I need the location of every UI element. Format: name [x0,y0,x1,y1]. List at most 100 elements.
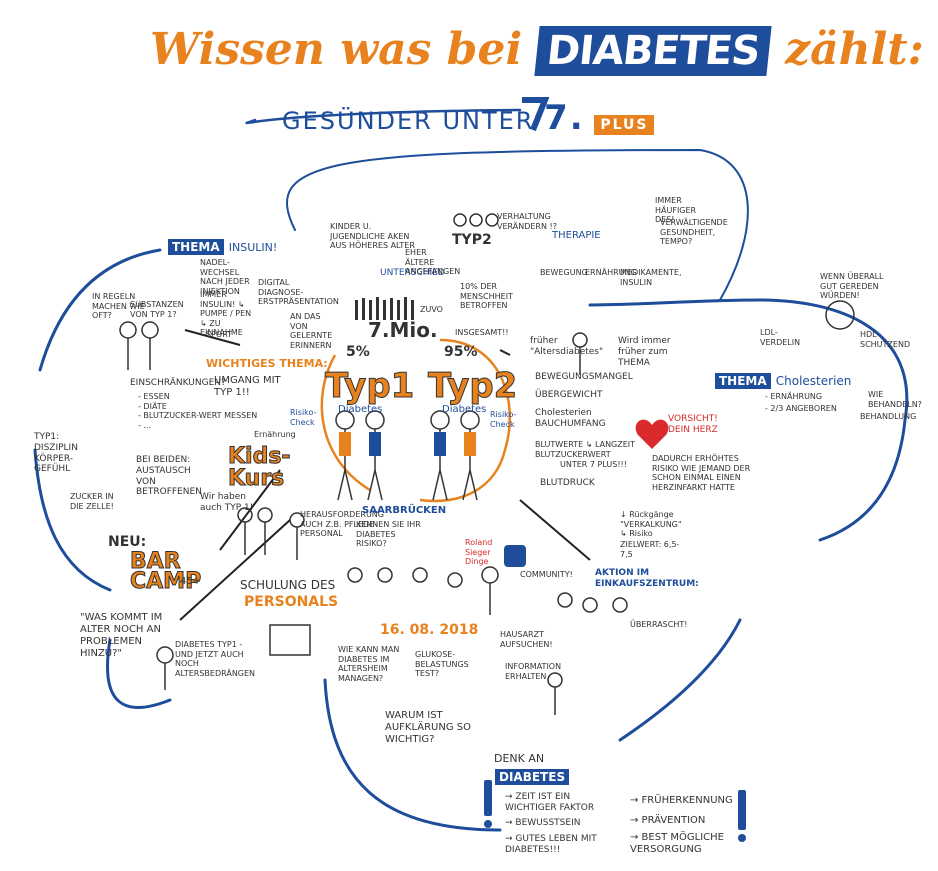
ubergewicht-note: ÜBERGEWICHT [535,390,603,400]
typ1-sub: Diabetes [338,404,383,415]
therapie-label: THERAPIE [552,230,601,241]
zeit-note: → ZEIT IST EIN WICHTIGER FAKTOR [505,792,595,813]
chol-erna: - ERNÄHRUNG [765,392,823,401]
bottom-brand-box: DIABETES [495,766,570,785]
title-brand: DIABETES [534,26,773,76]
barcamp-age: 45+ [180,576,202,587]
substanzen-note: SUBSTANZEN VON TYP 1? [130,300,184,319]
praev-note: → PRÄVENTION [630,815,706,826]
zehn-prozent-note: 10% DER MENSCHHEIT BETROFFEN [460,282,513,311]
list-item: - ... [138,420,152,430]
wie-behandeln: WIE BEHANDELN? [868,390,922,409]
typ2-top-label: TYP2 [452,232,492,248]
chol-angeboren: - 2/3 ANGEBOREN [765,404,837,413]
blutdruck-note: BLUTDRUCK [540,478,595,488]
count-7mio: 7.Mio. [368,318,438,342]
main-title: Wissen was bei DIABETES zählt: [150,24,924,76]
zuvo-note: ZUVO [420,305,443,314]
diabetes-typ1-speech: DIABETES TYP1 - UND JETZT AUCH NOCH ALTE… [175,640,256,678]
zucker-note: ZUCKER IN DIE ZELLE! [70,492,114,511]
bar-word: BAR [129,549,181,574]
cholesterin-thema-tag: THEMA [715,373,771,389]
info-note: INFORMATION ERHALTEN [505,662,562,681]
typ2-heading: Typ2 [427,366,518,407]
neu-label: NEU: [108,534,147,550]
subtitle-text: GESÜNDER UNTER [282,107,535,135]
pct-typ2: 95% [444,344,478,360]
roland-note: Roland Sieger Dinge [465,538,493,567]
ernahrung-small: Ernährung [254,430,296,439]
ueberrascht-note: ÜBERRASCHT! [630,620,688,629]
was-kommt-note: "WAS KOMMT IM ALTER NOCH AN PROBLEMEN HI… [80,612,163,659]
nadel-note: NADEL-WECHSEL NACH JEDER INJEKTION [200,258,250,296]
denk-an: DENK AN [494,752,545,765]
kurs-word: Kurs [228,466,285,491]
community-label: COMMUNITY! [520,570,573,579]
wird-note: Wird immer früher zum THEMA [618,336,671,368]
kids-word: Kids- [228,444,292,469]
typ1-heading: Typ1 [324,366,415,407]
wie-question: WIE KANN MAN DIABETES IM ALTERSHEIM MANA… [338,645,400,683]
cholesterin-header: THEMA Cholesterien [715,370,851,389]
hausarzt-note: HAUSARZT AUFSUCHEN! [500,630,553,649]
gesundheit-note: VERWÄLTIGENDE GESUNDHEIT, TEMPO? [660,218,728,247]
fruh-note: → FRÜHERKENNUNG [630,795,733,806]
vorsicht-note: VORSICHT! DEIN HERZ [668,414,718,435]
title-prefix: Wissen was bei [150,24,523,75]
camp-word: CAMP [129,568,202,594]
aktion-heading: AKTION IM EINKAUFSZENTRUM: [595,568,699,589]
einschrankungen-heading: EINSCHRÄNKUNGEN? [130,378,226,388]
event-date: 16. 08. 2018 [380,622,479,638]
eher-altere-note: EHER ÄLTERE ANGEFANGEN [405,248,461,277]
wir-speech: Wir haben auch TYP 1! [200,492,254,513]
unterschied-label: UNTERSCHIED [380,268,445,278]
title-suffix: zählt: [785,24,924,75]
subtitle: GESÜNDER UNTER 7. PLUS [282,98,655,138]
digital-note: DIGITAL DIAGNOSE-ERSTPRÄSENTATION [258,278,339,307]
behandlung-label: BEHANDLUNG [860,412,917,421]
insulin-word: INSULIN! [228,241,278,254]
cholesterin-word: Cholesterien [775,374,852,388]
insulin-header: THEMA INSULIN! [168,236,277,255]
ernahrung-label: ERNÄHRUNG [585,268,637,277]
unter7-note: UNTER 7 PLUS!!! [560,460,627,469]
kennen-speech: KENNEN SIE IHR DIABETES RISIKO? [356,520,421,549]
blutwert-note: BLUTWERTE ↳ LANGZEIT BLUTZUCKERWERT [535,440,636,459]
gutes-note: → GUTES LEBEN MIT DIABETES!!! [505,834,597,855]
hdl-note: HDL SCHUTZEND [860,330,911,349]
glukose-question: GLUKOSE-BELASTUNGS TEST? [415,650,469,679]
bewusstsein-note: → BEWUSSTSEIN [505,818,581,828]
kids-kurs-label: Kids- Kurs [228,444,292,491]
bei-beiden-note: BEI BEIDEN: AUSTAUSCH VON BETROFFENEN [136,455,202,498]
regeln-speech: IN REGELN MACHEN WIE OFT? [92,292,145,321]
list-item: - ESSEN [138,392,170,401]
typ2-sub: Diabetes [442,404,487,415]
list-item: - BLUTZUCKER-WERT MESSEN [138,411,258,421]
subtitle-plus: PLUS [594,115,655,135]
personals-label: PERSONALS [244,594,339,610]
zusatz-note: AN DAS VON GELERNTE ERINNERN [290,312,333,350]
einschrankungen-list: - ESSEN - DIÄTE - BLUTZUCKER-WERT MESSEN… [138,392,257,430]
wenn-note: WENN ÜBERALL GUT GEREDEN WÜRDEN! [820,272,884,301]
ruckgang-note: ↓ Rückgänge "VERKALKUNG" ↳ Risiko [620,510,682,539]
immer-insulin-note: IMMER INSULIN! ↳ PUMPE / PEN ↳ ZU EINNAH… [200,290,252,338]
insgesamt-note: INSGESAMT!! [455,328,509,337]
insulin-thema-tag: THEMA [168,239,224,255]
risk-left: Risiko-Check [290,408,317,427]
kinder-note: KINDER U. JUGENDLICHE AKEN AUS HÖHERES A… [330,222,415,251]
risk-right: Risiko-Check [490,410,517,429]
bewegung-label: BEWEGUNG [540,268,588,277]
herausforderung-note: HERAUSFORDERUNG AUCH Z.B. PFLEGE-PERSONA… [300,510,384,539]
immer-mehr-note: IMMER HÄUFIGER DES! [655,196,697,225]
ldl-note: LDL-VERDELIN [760,328,801,347]
verhaltung-note: VERHALTUNG VERÄNDERN !? [497,212,557,231]
warum-question: WARUM IST AUFKLÄRUNG SO WICHTIG? [385,710,472,745]
wichtig-heading: WICHTIGES THEMA: [206,357,328,370]
list-item: - DIÄTE [138,401,167,411]
bottom-brand: DIABETES [495,769,570,785]
bewegung-note: BEWEGUNGSMANGEL [535,372,633,382]
best-note: → BEST MÖGLICHE VERSORGUNG [630,832,724,855]
sport-note: SPORT [206,330,233,339]
dadurch-note: DADURCH ERHÖHTES RISIKO WIE JEMAND DER S… [652,454,751,492]
